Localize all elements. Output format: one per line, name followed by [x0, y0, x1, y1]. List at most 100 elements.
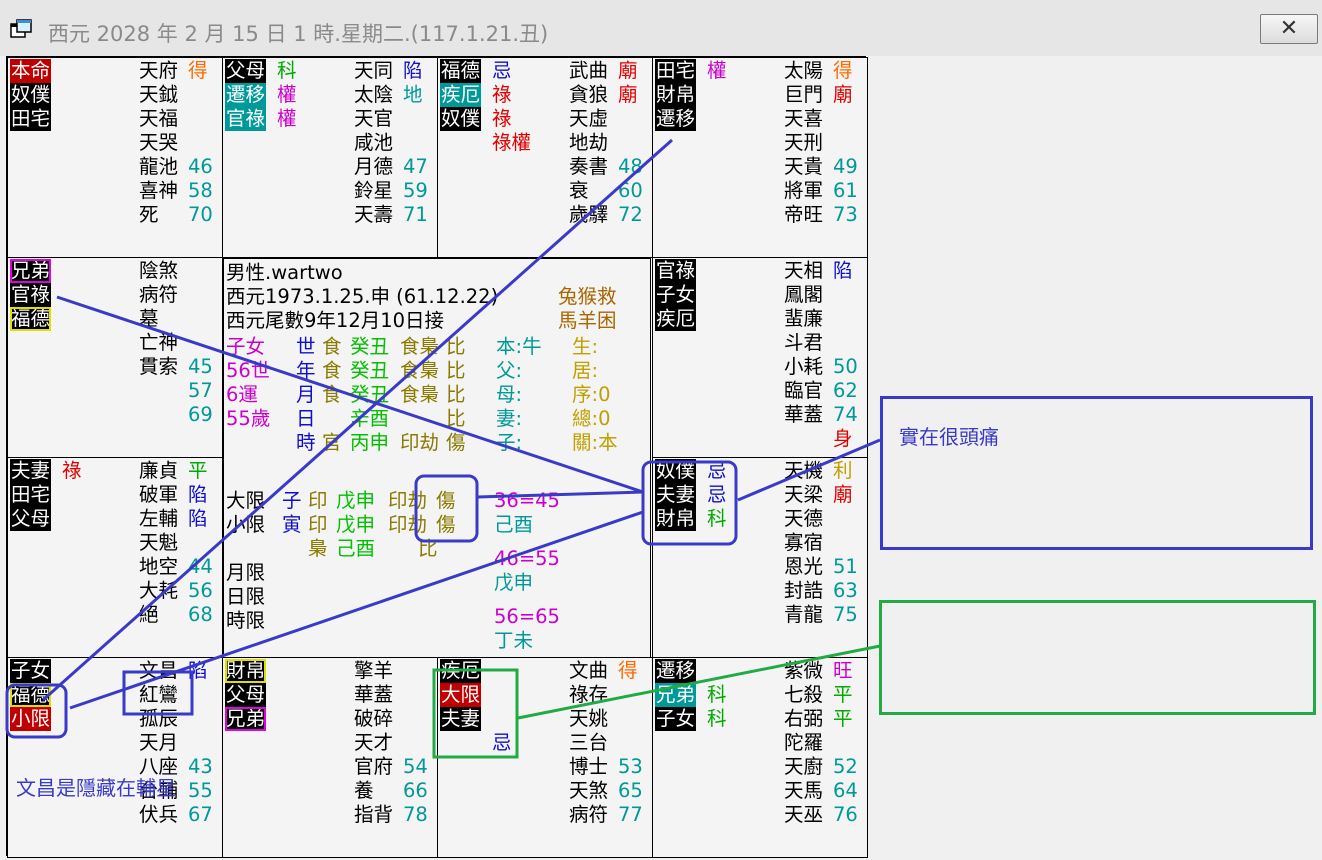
close-button[interactable]: ✕ [1260, 14, 1318, 44]
star-name: 官府 [354, 755, 394, 778]
palace-tag: 兄弟 [225, 707, 267, 731]
star-name: 博士 [569, 755, 609, 778]
transform-tag: 科 [707, 707, 727, 730]
zodiac-text: 兔猴救 [558, 285, 617, 308]
star-name: 天相 [784, 259, 824, 282]
pillar-label: 世 [296, 335, 316, 358]
pillar-cell: 食梟 [400, 383, 440, 406]
star-brightness: 陷 [188, 659, 208, 682]
palace-tag: 疾厄 [655, 307, 697, 331]
age-number: 60 [618, 179, 643, 202]
star-brightness: 得 [833, 59, 853, 82]
star-brightness: 平 [833, 707, 853, 730]
palace-tag: 田宅 [10, 483, 52, 507]
star-name: 天刑 [784, 131, 824, 154]
star-name: 武曲 [569, 59, 609, 82]
star-brightness: 得 [618, 659, 638, 682]
transform-tag: 科 [277, 59, 297, 82]
star-name: 天官 [354, 107, 394, 130]
star-name: 天巫 [784, 803, 824, 826]
age-number: 69 [188, 403, 213, 426]
star-brightness: 廟 [618, 83, 638, 106]
star-name: 天壽 [354, 203, 394, 226]
pillar-label: 年 [296, 359, 316, 382]
star-name: 文昌 [139, 659, 179, 682]
star-name: 奏書 [569, 155, 609, 178]
star-name: 天同 [354, 59, 394, 82]
star-name: 病符 [139, 283, 179, 306]
right-label: 關:本 [572, 431, 618, 454]
star-name: 歲驛 [569, 203, 609, 226]
transform-tag: 忌 [707, 459, 727, 482]
pillar-cell: 食 [322, 335, 342, 358]
palace-tag: 官祿 [10, 283, 52, 307]
age-number: 78 [403, 803, 428, 826]
star-brightness: 地 [403, 83, 423, 106]
limit-cell: 戊申 [336, 489, 376, 512]
age-number: 48 [618, 155, 643, 178]
range-text: 丁未 [494, 629, 534, 652]
star-brightness: 平 [833, 683, 853, 706]
palace-tag: 兄弟 [10, 259, 52, 283]
star-name: 華蓋 [354, 683, 394, 706]
limit-cell: 印劫 [388, 513, 428, 536]
right-label: 總:0 [572, 407, 611, 430]
star-name: 鳳閣 [784, 283, 824, 306]
palace-tag: 子女 [655, 707, 697, 731]
age-number: 71 [403, 203, 428, 226]
right-label: 序:0 [572, 383, 611, 406]
transform-tag: 科 [707, 683, 727, 706]
star-name: 地劫 [569, 131, 609, 154]
star-name: 墓 [139, 307, 159, 330]
palace-tag: 田宅 [655, 59, 697, 83]
right-label: 生: [572, 335, 599, 358]
star-name: 三台 [569, 731, 609, 754]
age-number: 56 [188, 579, 213, 602]
pillar-stem: 辛酉 [350, 407, 390, 430]
limit-cell: 梟 [308, 537, 328, 560]
mid-label: 妻: [496, 407, 523, 430]
pillar-cell: 食梟 [400, 335, 440, 358]
star-name: 天姚 [569, 707, 609, 730]
limit-cell: 傷 [436, 489, 456, 512]
star-name: 天鉞 [139, 83, 179, 106]
palace-tag: 奴僕 [655, 459, 697, 483]
range-text: 36=45 [494, 489, 560, 512]
star-name: 天魁 [139, 531, 179, 554]
star-name: 斗君 [784, 331, 824, 354]
transform-tag: 忌 [492, 59, 512, 82]
palace-tag: 子女 [655, 283, 697, 307]
age-number: 61 [833, 179, 858, 202]
pillar-stem: 癸丑 [350, 359, 390, 382]
transform-tag: 忌 [707, 483, 727, 506]
age-number: 45 [188, 355, 213, 378]
limit-cell: 己酉 [336, 537, 376, 560]
star-name: 天馬 [784, 779, 824, 802]
star-brightness: 平 [188, 459, 208, 482]
transform-tag: 科 [707, 507, 727, 530]
age-number: 72 [618, 203, 643, 226]
pillar-cell: 比 [446, 407, 466, 430]
transform-tag: 祿 [492, 83, 512, 106]
transform-tag: 權 [707, 59, 727, 82]
age-number: 55 [188, 779, 213, 802]
star-name: 月德 [354, 155, 394, 178]
star-name: 太陰 [354, 83, 394, 106]
star-name: 天福 [139, 107, 179, 130]
palace-tag: 夫妻 [440, 707, 482, 731]
age-number: 76 [833, 803, 858, 826]
star-name: 天貴 [784, 155, 824, 178]
limit-cell: 印 [308, 513, 328, 536]
star-name: 鈴星 [354, 179, 394, 202]
age-number: 50 [833, 355, 858, 378]
palace-tag: 財帛 [655, 507, 697, 531]
center-line: 西元1973.1.25.申 (61.12.22) [226, 285, 499, 308]
age-number: 44 [188, 555, 213, 578]
left-label: 子女 [226, 335, 266, 358]
star-name: 台輔 [139, 779, 179, 802]
star-name: 廉貞 [139, 459, 179, 482]
center-line: 男性.wartwo [226, 261, 343, 284]
age-number: 64 [833, 779, 858, 802]
star-brightness: 陷 [833, 259, 853, 282]
